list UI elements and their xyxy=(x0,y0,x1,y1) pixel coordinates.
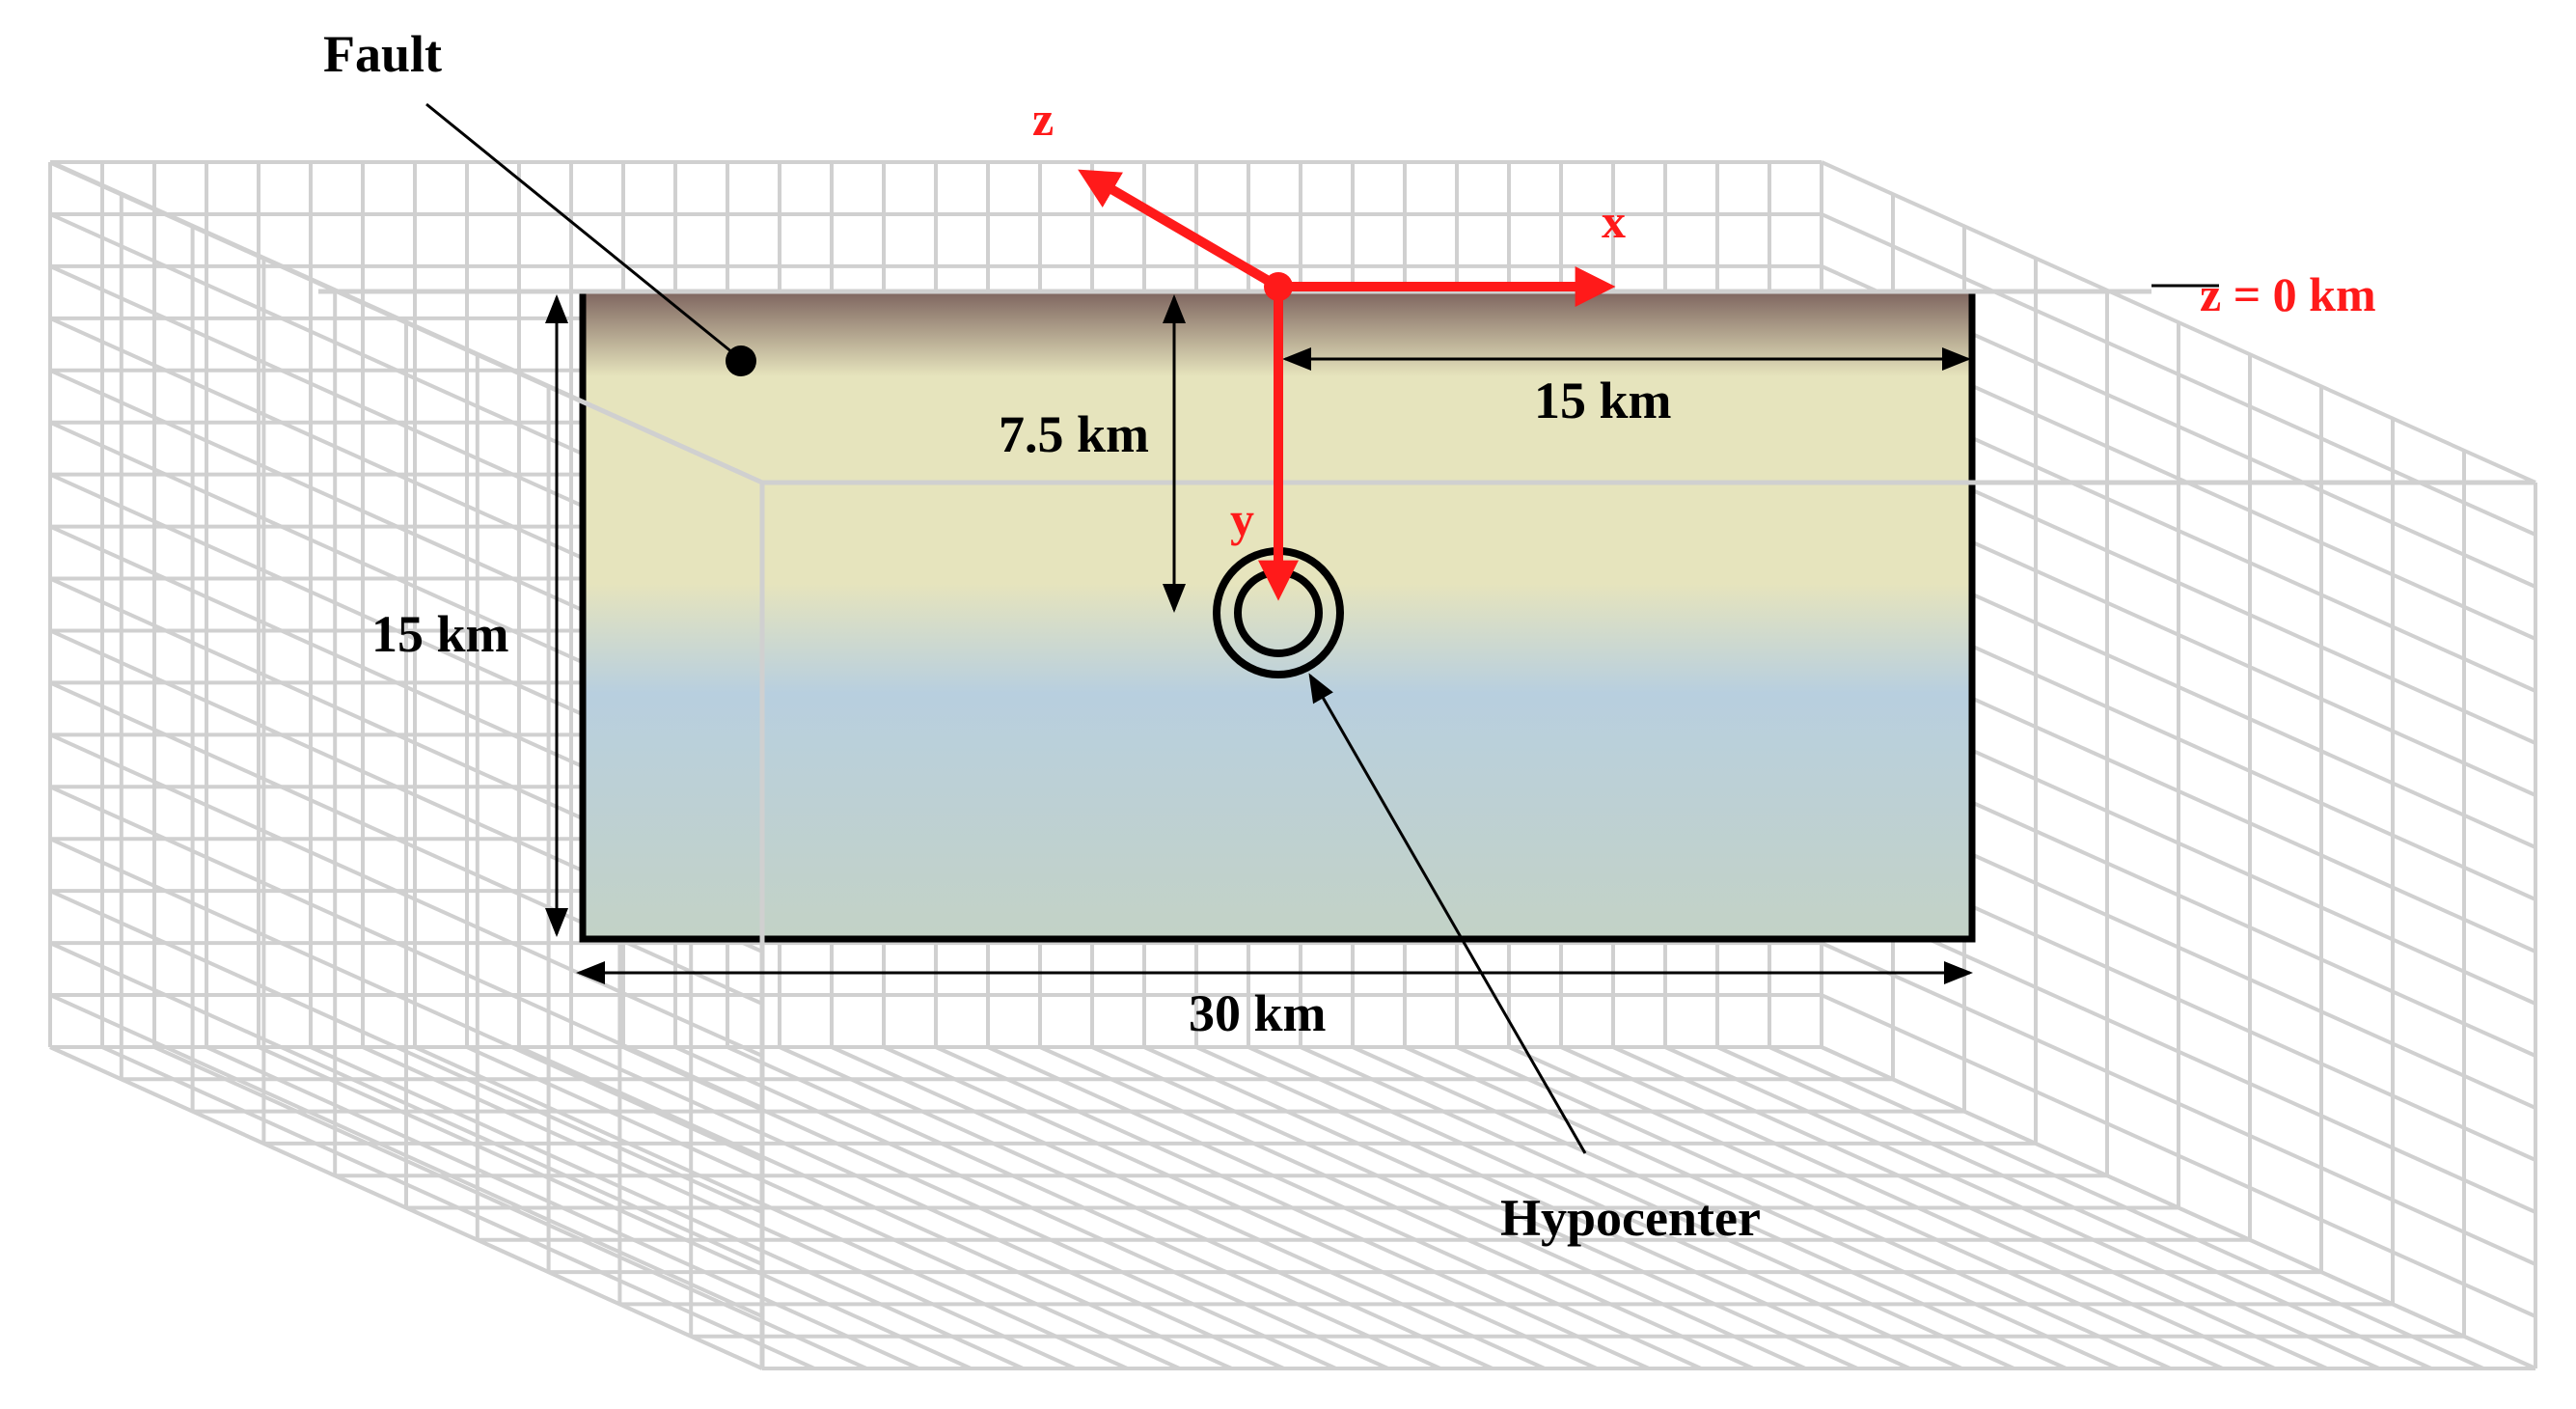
right-wall-grid-line xyxy=(1821,941,2536,1266)
x-axis-label: x xyxy=(1602,194,1626,248)
left-wall-grid-line xyxy=(49,680,763,1006)
width-dimension-label: 15 km xyxy=(371,605,509,663)
right-wall-grid-line xyxy=(1821,160,2536,484)
origin-point xyxy=(1264,272,1293,301)
z-axis-arrow xyxy=(1078,169,1281,291)
left-wall-grid-line xyxy=(49,941,763,1266)
right-wall-grid-line xyxy=(1821,889,2536,1214)
fault-label: Fault xyxy=(323,25,442,83)
depth-dimension-label: 7.5 km xyxy=(999,405,1149,463)
front-left-top-edge xyxy=(48,159,764,485)
half-length-dimension-label: 15 km xyxy=(1534,372,1672,429)
domain-grid-front-edges xyxy=(48,159,2535,1368)
fault-leader-line xyxy=(425,102,739,359)
right-wall-grid-line xyxy=(1821,993,2536,1318)
left-wall-grid-line xyxy=(49,889,763,1214)
z-axis-label: z xyxy=(1032,92,1054,146)
surface-label: z = 0 km xyxy=(2200,267,2376,321)
y-axis-label: y xyxy=(1230,492,1254,546)
left-wall-grid-line xyxy=(49,837,763,1162)
fault-plane-outline xyxy=(579,292,1976,943)
hypocenter-leader-line xyxy=(1308,673,1587,1154)
hypocenter-label: Hypocenter xyxy=(1500,1189,1761,1247)
left-wall-grid-line xyxy=(49,732,763,1058)
length-dimension-label: 30 km xyxy=(1189,984,1327,1042)
fault-marker-dot xyxy=(726,345,756,376)
